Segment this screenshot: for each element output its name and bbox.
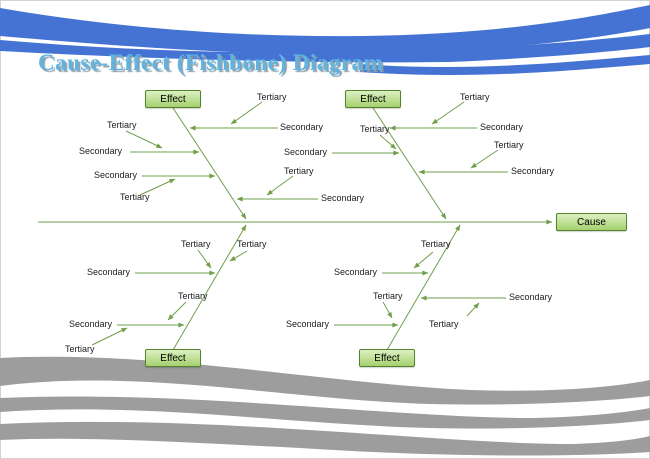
secondary-label: Secondary [511,166,555,176]
bone-bottom-left [172,224,247,351]
tertiary-branch-line [470,149,499,169]
tertiary-label: Tertiary [460,92,490,102]
secondary-label: Secondary [509,292,553,302]
tertiary-label: Tertiary [237,239,267,249]
tertiary-label: Tertiary [178,291,208,301]
tertiary-label: Tertiary [284,166,314,176]
secondary-label: Secondary [321,193,365,203]
tertiary-branch-line [125,130,163,149]
tertiary-label: Tertiary [181,239,211,249]
tertiary-branch-line [413,251,434,269]
bottom-wave-ribbon-2 [0,396,650,429]
tertiary-branch-line [379,134,397,150]
bottom-wave-decoration [0,356,650,456]
tertiary-label: Tertiary [360,124,390,134]
bottom-wave-ribbon-3 [0,421,650,456]
top-wave-decoration [0,5,650,75]
tertiary-label: Tertiary [429,319,459,329]
effect-box-top-left: Effect [145,90,201,108]
secondary-label: Secondary [69,319,113,329]
secondary-label: Secondary [284,147,328,157]
bone-bottom-right [386,224,461,351]
secondary-label: Secondary [280,122,324,132]
tertiary-label: Tertiary [107,120,137,130]
tertiary-label: Tertiary [120,192,150,202]
tertiary-label: Tertiary [65,344,95,354]
secondary-label: Secondary [94,170,138,180]
secondary-label: Secondary [480,122,524,132]
tertiary-branch-line [139,178,176,196]
tertiary-branch-line [266,175,294,196]
tertiary-branch-line [230,101,263,125]
secondary-label: Secondary [87,267,131,277]
tertiary-branch-line [229,250,248,262]
top-wave-ribbon-1 [0,5,650,55]
cause-box: Cause [556,213,627,231]
tertiary-branch-line [431,101,465,125]
bone-top-right [372,107,447,220]
tertiary-label: Tertiary [494,140,524,150]
effect-box-bottom-right: Effect [359,349,415,367]
tertiary-branch-line [91,327,128,346]
tertiary-branch-line [197,249,212,269]
tertiary-label: Tertiary [373,291,403,301]
secondary-label: Secondary [286,319,330,329]
secondary-label: Secondary [79,146,123,156]
tertiary-branch-line [382,301,393,319]
bone-top-left [172,107,247,220]
tertiary-branch-line [167,301,187,321]
top-wave-ribbon-3 [360,55,650,75]
page-title: Cause-Effect (Fishbone) Diagram [38,50,384,75]
effect-box-bottom-left: Effect [145,349,201,367]
effect-box-top-right: Effect [345,90,401,108]
bottom-wave-ribbon-1 [0,356,650,405]
tertiary-label: Tertiary [257,92,287,102]
secondary-label: Secondary [334,267,378,277]
tertiary-branch-line [466,302,480,317]
top-wave-ribbon-2 [0,34,650,63]
tertiary-label: Tertiary [421,239,451,249]
fishbone-lines [38,101,553,351]
